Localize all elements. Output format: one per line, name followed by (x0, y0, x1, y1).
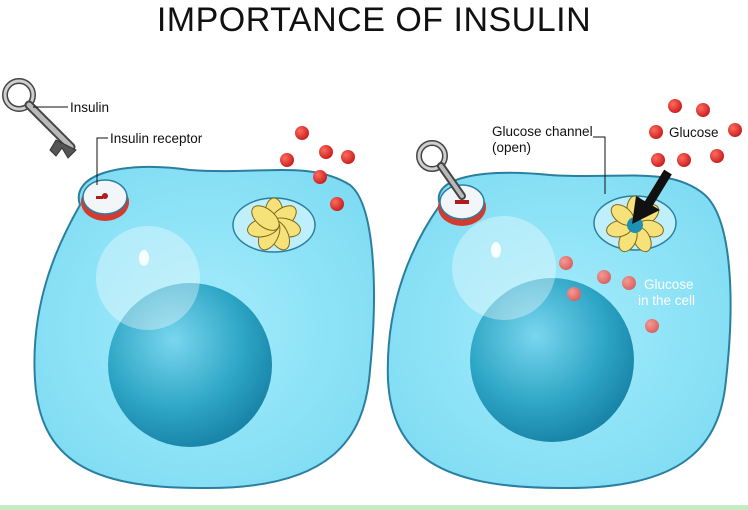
glucose-molecule (622, 276, 636, 290)
right-cell: Glucose channel (open) Glucose Glucose i… (386, 99, 742, 490)
glucose-molecule (668, 99, 682, 113)
left-nucleus (108, 283, 272, 447)
label-insulin: Insulin (70, 100, 109, 115)
right-vesicle (452, 216, 556, 320)
glucose-molecule (696, 103, 710, 117)
right-glucose-molecules-outside (649, 99, 742, 167)
label-glucose: Glucose (669, 125, 719, 140)
right-glucose-molecules-inside (559, 256, 659, 333)
glucose-molecule (280, 153, 294, 167)
right-nucleus (470, 278, 634, 442)
glucose-molecule (319, 145, 333, 159)
left-insulin-receptor (81, 179, 129, 221)
left-vesicle-highlight (139, 250, 149, 266)
label-glucose-channel: Glucose channel (492, 124, 593, 139)
glucose-molecule (645, 319, 659, 333)
left-cell: Insulin Insulin receptor (2, 78, 375, 490)
diagram-title: IMPORTANCE OF INSULIN (156, 1, 592, 39)
label-glucose-channel-open: (open) (492, 140, 531, 155)
glucose-molecule (559, 256, 573, 270)
right-insulin-key-icon (416, 140, 466, 200)
left-vesicle (96, 226, 200, 330)
right-insulin-receptor (438, 184, 486, 226)
left-glucose-molecules (280, 126, 355, 211)
glucose-molecule (567, 287, 581, 301)
glucose-molecule (341, 150, 355, 164)
left-glucose-channel (232, 197, 316, 253)
glucose-molecule (330, 197, 344, 211)
glucose-molecule (651, 153, 665, 167)
label-insulin-receptor: Insulin receptor (110, 131, 203, 146)
right-vesicle-highlight (491, 242, 501, 258)
glucose-molecule (649, 125, 663, 139)
glucose-molecule (295, 126, 309, 140)
left-insulin-key-icon (2, 78, 77, 159)
glucose-entry-arrow (632, 169, 672, 224)
label-glucose-in-cell: Glucose (644, 277, 694, 292)
glucose-molecule (710, 149, 724, 163)
glucose-molecule (728, 123, 742, 137)
glucose-molecule (313, 170, 327, 184)
glucose-molecule (677, 153, 691, 167)
glucose-molecule (597, 270, 611, 284)
label-glucose-in-cell-2: in the cell (638, 293, 695, 308)
